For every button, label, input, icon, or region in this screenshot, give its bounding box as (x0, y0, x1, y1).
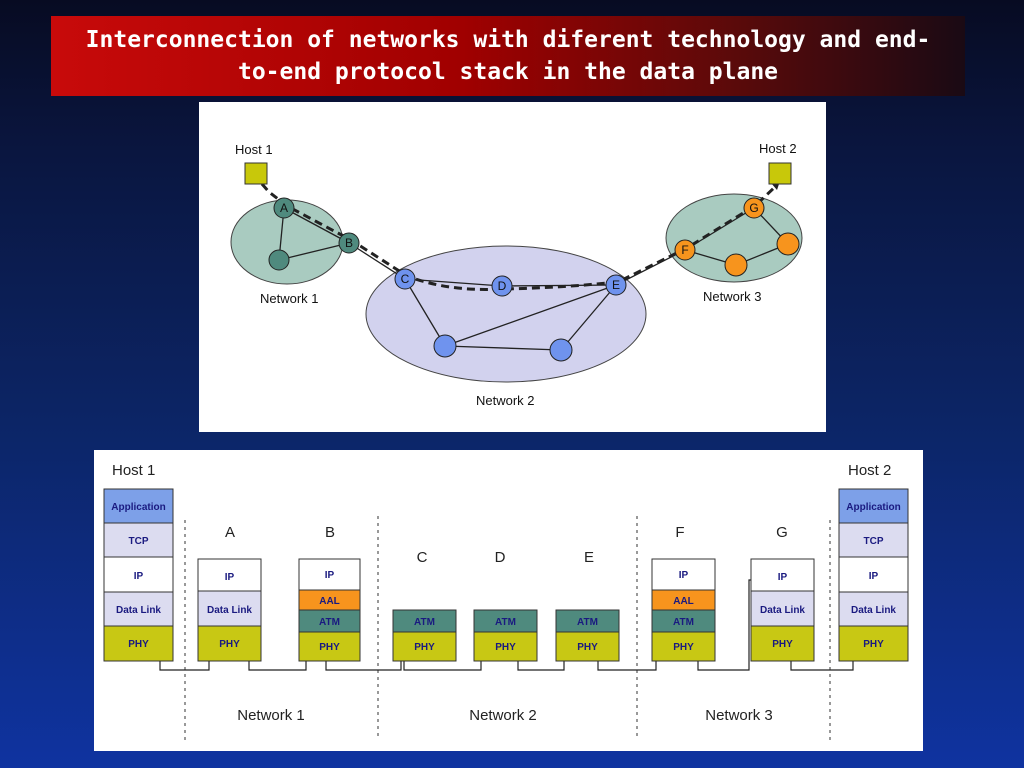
link-n2a-n2b (444, 345, 562, 351)
router-f-stack (651, 558, 716, 662)
link-n1-b (278, 242, 350, 261)
host1-layer-tcp: TCP (129, 536, 149, 547)
router-f-layer-aal: AAL (673, 596, 694, 607)
node-c (394, 268, 416, 290)
stack-host1-label: Host 1 (112, 462, 155, 479)
node-e (605, 274, 627, 296)
router-a-layer-datalink: Data Link (207, 605, 252, 616)
host2-stack (838, 488, 909, 662)
host1-layer-ip: IP (134, 571, 144, 582)
switch-c-stack (392, 609, 457, 662)
switch-e-layer-phy: PHY (577, 642, 598, 653)
node-b-label: B (345, 236, 353, 250)
host2-box (768, 162, 792, 185)
stack-svg: Application TCP IP Data Link PHY Applica… (103, 462, 909, 740)
node-c-label: C (401, 272, 410, 286)
link-n2b-e (560, 284, 617, 351)
protocol-stack-diagram: Application TCP IP Data Link PHY Applica… (94, 450, 923, 751)
switch-d-layer-atm: ATM (495, 617, 516, 628)
host1-layer-datalink: Data Link (116, 605, 161, 616)
network1-label: Network 1 (260, 291, 319, 306)
node-network2-b (549, 338, 573, 362)
router-g-layer-phy: PHY (772, 639, 793, 650)
host1-label: Host 1 (235, 142, 273, 157)
node-f (674, 239, 696, 261)
network3-label: Network 3 (703, 289, 762, 304)
node-g-label: G (749, 201, 758, 215)
node-network3-a (724, 253, 748, 277)
host2-layer-phy: PHY (863, 639, 884, 650)
router-b-stack (298, 558, 361, 662)
stack-node-e-label: E (584, 549, 594, 566)
node-a (273, 197, 295, 219)
stack-node-b-label: B (325, 524, 335, 541)
stack-node-f-label: F (675, 524, 684, 541)
router-a-layer-ip: IP (225, 572, 235, 583)
router-f-layer-phy: PHY (673, 642, 694, 653)
router-b-layer-aal: AAL (319, 596, 340, 607)
link-c-n2a (404, 278, 446, 347)
switch-d-stack (473, 609, 538, 662)
link-n2a-e (444, 284, 617, 347)
node-e-label: E (612, 278, 620, 292)
network3-cloud (665, 193, 803, 283)
network2-label: Network 2 (476, 393, 535, 408)
host2-layer-application: Application (846, 502, 900, 513)
stack-host2-label: Host 2 (848, 462, 891, 479)
switch-c-layer-phy: PHY (414, 642, 435, 653)
node-b (338, 232, 360, 254)
host1-box (244, 162, 268, 185)
stack-network3-label: Network 3 (705, 707, 773, 724)
router-b-layer-ip: IP (325, 570, 335, 581)
router-b-layer-phy: PHY (319, 642, 340, 653)
node-a-label: A (280, 201, 288, 215)
switch-d-layer-phy: PHY (495, 642, 516, 653)
switch-c-layer-atm: ATM (414, 617, 435, 628)
stack-network2-label: Network 2 (469, 707, 537, 724)
switch-e-stack (555, 609, 620, 662)
host2-label: Host 2 (759, 141, 797, 156)
stack-node-g-label: G (776, 524, 788, 541)
stack-node-a-label: A (225, 524, 235, 541)
router-b-layer-atm: ATM (319, 617, 340, 628)
host2-layer-tcp: TCP (864, 536, 884, 547)
node-d (491, 275, 513, 297)
host1-layer-phy: PHY (128, 639, 149, 650)
stack-network1-label: Network 1 (237, 707, 305, 724)
slide-title-bar: Interconnection of networks with diferen… (51, 16, 965, 96)
node-d-label: D (498, 279, 507, 293)
router-g-layer-ip: IP (778, 572, 788, 583)
slide-title: Interconnection of networks with diferen… (85, 27, 931, 85)
host2-layer-ip: IP (869, 571, 879, 582)
node-network2-a (433, 334, 457, 358)
network2-cloud (365, 245, 647, 383)
switch-e-layer-atm: ATM (577, 617, 598, 628)
router-g-layer-datalink: Data Link (760, 605, 805, 616)
host2-layer-datalink: Data Link (851, 605, 896, 616)
node-f-label: F (681, 243, 688, 257)
node-network1 (268, 249, 290, 271)
network-topology-diagram: A B C D E F G Host 1 Host 2 Network 1 Ne… (199, 102, 826, 432)
router-a-stack (197, 558, 262, 662)
router-f-layer-atm: ATM (673, 617, 694, 628)
router-a-layer-phy: PHY (219, 639, 240, 650)
node-g (743, 197, 765, 219)
node-network3-b (776, 232, 800, 256)
link-a-b (283, 207, 350, 244)
stack-node-c-label: C (417, 549, 428, 566)
link-b-c (348, 242, 406, 280)
topology-svg: A B C D E F G Host 1 Host 2 Network 1 Ne… (230, 141, 803, 408)
router-f-layer-ip: IP (679, 570, 689, 581)
router-g-stack (750, 558, 815, 662)
host1-stack (103, 488, 174, 662)
stack-node-d-label: D (495, 549, 506, 566)
host1-layer-application: Application (111, 502, 165, 513)
